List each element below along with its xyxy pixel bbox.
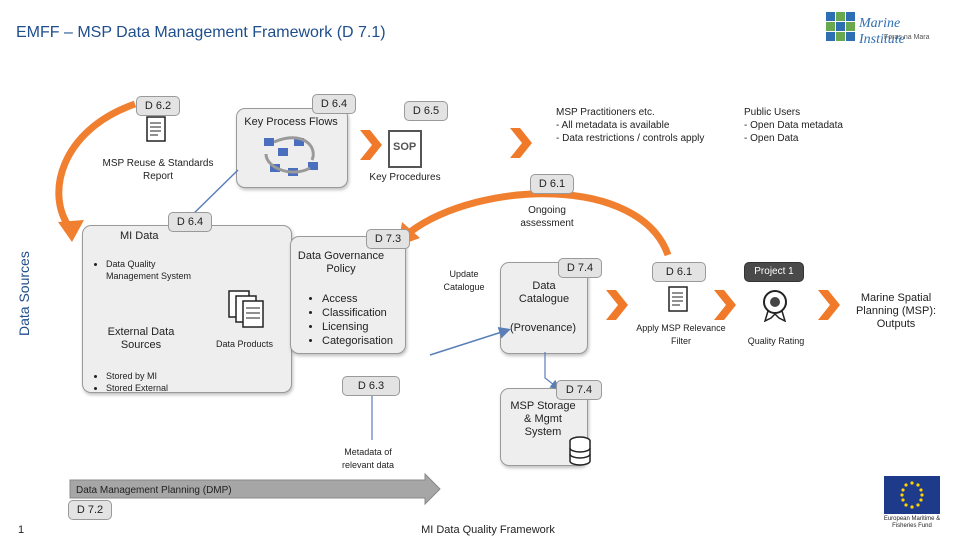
practitioners-block: MSP Practitioners etc. - All metadata is… — [556, 106, 726, 145]
ongoing-assessment-arrow — [407, 190, 672, 257]
chevron-right-icon — [510, 128, 532, 158]
governance-list: Access Classification Licensing Categori… — [308, 292, 408, 348]
public-users-item: - Open Data — [744, 133, 799, 144]
practitioners-heading: MSP Practitioners etc. — [556, 107, 655, 118]
governance-item: Access — [322, 292, 408, 306]
data-products-label: Data Products — [216, 339, 274, 349]
update-catalogue-label: Update Catalogue — [443, 269, 485, 292]
chevron-right-icon — [606, 290, 628, 320]
msp-storage-label: MSP Storage & Mgmt System — [510, 400, 576, 438]
stored-item: Stored External — [106, 382, 202, 394]
document-stack-icon — [228, 290, 264, 328]
public-users-block: Public Users - Open Data metadata - Open… — [744, 106, 874, 145]
page-number: 1 — [18, 524, 25, 536]
key-procedures-label: Key Procedures — [369, 172, 441, 183]
public-users-heading: Public Users — [744, 107, 801, 118]
logo-subtext: Foras na Mara — [884, 34, 930, 41]
logo-grid-icon — [826, 12, 855, 41]
footer-text: MI Data Quality Framework — [421, 524, 555, 536]
ongoing-assessment-label: Ongoing assessment — [520, 205, 574, 229]
page-title: EMFF – MSP Data Management Framework (D … — [16, 24, 386, 41]
tag-d64-top: D 6.4 — [312, 94, 356, 114]
metadata-label: Metadata of relevant data — [341, 447, 395, 470]
sop-document-icon: SOP — [388, 130, 422, 168]
key-process-flows-label: Key Process Flows — [244, 116, 338, 128]
governance-item: Licensing — [322, 320, 408, 334]
governance-item: Classification — [322, 306, 408, 320]
data-quality-block: Data Quality Management System — [92, 258, 192, 282]
logo-text: Marine Institute — [859, 16, 905, 47]
stored-item: Stored by MI — [106, 370, 202, 382]
tag-d64-mid: D 6.4 — [168, 212, 212, 232]
eu-caption: European Maritime & Fisheries Fund — [883, 516, 941, 529]
eu-stars-icon — [900, 481, 924, 509]
data-catalogue-label: Data Catalogue — [518, 280, 570, 305]
quality-rating-label: Quality Rating — [747, 336, 805, 346]
data-quality-label: Data Quality Management System — [106, 258, 192, 282]
marine-institute-logo: Marine Institute Foras na Mara — [826, 12, 948, 47]
outputs-label: Marine Spatial Planning (MSP): Outputs — [855, 292, 937, 330]
public-users-item: - Open Data metadata — [744, 120, 843, 131]
provenance-label: (Provenance) — [509, 322, 577, 334]
governance-label: Data Governance Policy — [297, 250, 385, 275]
dmp-arrow — [69, 472, 441, 506]
chevron-right-icon — [360, 130, 382, 160]
tag-d63: D 6.3 — [342, 376, 400, 396]
tag-d72: D 7.2 — [68, 500, 112, 520]
external-sources-label: External Data Sources — [107, 326, 175, 351]
chevron-right-icon — [714, 290, 736, 320]
process-flow-icon — [264, 136, 318, 176]
apply-msp-label: Apply MSP Relevance Filter — [636, 323, 726, 346]
tag-d61-mid: D 6.1 — [652, 262, 706, 282]
sop-label: SOP — [393, 141, 417, 153]
practitioners-item: - Data restrictions / controls apply — [556, 133, 705, 144]
tag-d62: D 6.2 — [136, 96, 180, 116]
mi-data-label: MI Data — [120, 230, 159, 242]
practitioners-item: - All metadata is available — [556, 120, 670, 131]
tag-d74-a: D 7.4 — [558, 258, 602, 278]
governance-item: Categorisation — [322, 334, 408, 348]
chevron-right-icon — [818, 290, 840, 320]
quality-rating-icon — [763, 290, 787, 322]
eu-flag — [884, 476, 940, 514]
tag-project1: Project 1 — [744, 262, 804, 282]
document-icon — [668, 286, 688, 312]
database-icon — [569, 436, 591, 466]
governance-box — [290, 236, 406, 354]
tag-d61-top: D 6.1 — [530, 174, 574, 194]
tag-d65: D 6.5 — [404, 101, 448, 121]
dmp-label: Data Management Planning (DMP) — [76, 485, 232, 496]
reuse-curve-arrow — [55, 100, 137, 231]
tag-d73: D 7.3 — [366, 229, 410, 249]
document-icon — [146, 116, 166, 142]
stored-list: Stored by MI Stored External — [92, 370, 202, 394]
msp-reuse-label: MSP Reuse & Standards Report — [102, 158, 214, 182]
tag-d74-b: D 7.4 — [556, 380, 602, 400]
